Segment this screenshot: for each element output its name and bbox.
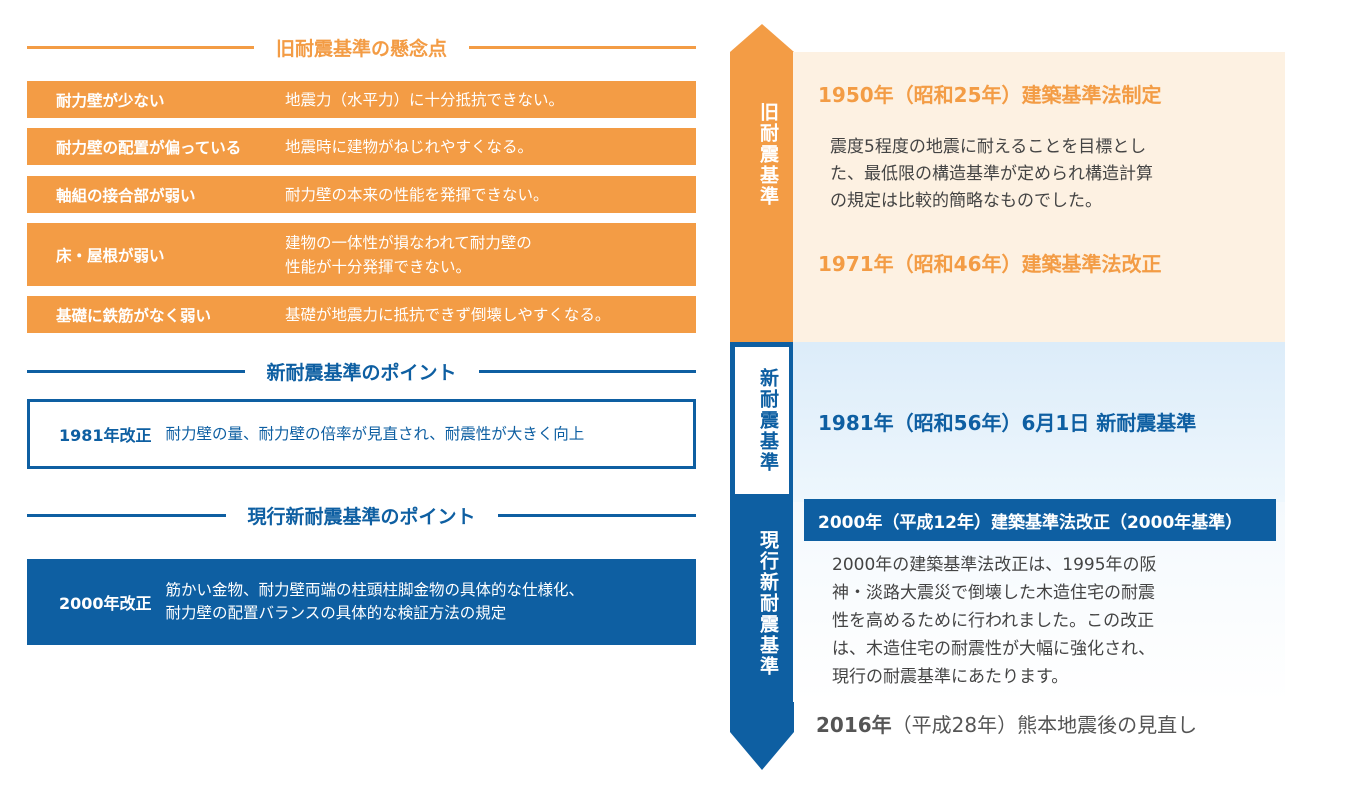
new-points-label: 1981年改正 bbox=[59, 426, 152, 445]
heading-line-left bbox=[27, 369, 245, 373]
y2016-text: （平成28年）熊本地震後の見直し bbox=[891, 713, 1198, 737]
new-era-panel bbox=[793, 342, 1285, 502]
old-era-panel bbox=[793, 52, 1285, 342]
old-issue-row: 耐力壁の配置が偏っている 地震時に建物がねじれやすくなる。 bbox=[27, 128, 696, 165]
current-points-box: 2000年改正 筋かい金物、耐力壁両端の柱頭柱脚金物の具体的な仕様化、 耐力壁の… bbox=[27, 559, 696, 645]
old-issue-text: 基礎が地震力に抵抗できず倒壊しやすくなる。 bbox=[285, 305, 611, 324]
timeline-new-label: 新耐震基準 bbox=[757, 367, 779, 473]
y2016-year: 2016年 bbox=[816, 713, 892, 737]
new-points-heading: 新耐震基準のポイント bbox=[27, 356, 697, 386]
current-points-heading: 現行新耐震基準のポイント bbox=[27, 500, 697, 530]
old-issue-text: 建物の一体性が損なわれて耐力壁の 性能が十分発揮できない。 bbox=[285, 233, 532, 276]
current-points-heading-label: 現行新耐震基準のポイント bbox=[247, 505, 476, 528]
y2000-title-bar: 2000年（平成12年）建築基準法改正（2000年基準） bbox=[804, 499, 1276, 541]
heading-line-right bbox=[478, 369, 697, 373]
old-issue-row: 床・屋根が弱い 建物の一体性が損なわれて耐力壁の 性能が十分発揮できない。 bbox=[27, 223, 696, 286]
timeline-old-segment bbox=[730, 24, 794, 344]
current-points-label: 2000年改正 bbox=[59, 594, 152, 613]
old-issue-text: 耐力壁の本来の性能を発揮できない。 bbox=[285, 185, 549, 204]
timeline-current-label: 現行新耐震基準 bbox=[757, 529, 779, 677]
old-issues-heading-label: 旧耐震基準の懸念点 bbox=[276, 37, 448, 60]
heading-line-left bbox=[27, 513, 226, 517]
heading-line-right bbox=[469, 45, 697, 49]
old-issue-label: 軸組の接合部が弱い bbox=[56, 186, 196, 205]
timeline-new-segment bbox=[735, 347, 789, 494]
old-issue-label: 耐力壁の配置が偏っている bbox=[56, 138, 242, 157]
new-points-text: 耐力壁の量、耐力壁の倍率が見直され、耐震性が大きく向上 bbox=[165, 424, 585, 443]
timeline-arrow bbox=[730, 24, 794, 770]
y1950-title: 1950年（昭和25年）建築基準法制定 bbox=[818, 83, 1162, 107]
old-issues-heading: 旧耐震基準の懸念点 bbox=[27, 32, 697, 62]
heading-line-left bbox=[27, 45, 254, 49]
y2000-title: 2000年（平成12年）建築基準法改正（2000年基準） bbox=[818, 512, 1243, 533]
y1981-title: 1981年（昭和56年）6月1日 新耐震基準 bbox=[818, 411, 1197, 435]
old-issue-label: 基礎に鉄筋がなく弱い bbox=[56, 306, 212, 325]
y2000-body: 2000年の建築基準法改正は、1995年の阪 神・淡路大震災で倒壊した木造住宅の… bbox=[832, 555, 1157, 687]
old-issue-row: 耐力壁が少ない 地震力（水平力）に十分抵抗できない。 bbox=[27, 81, 696, 118]
y1971-title: 1971年（昭和46年）建築基準法改正 bbox=[818, 252, 1162, 276]
old-issue-text: 地震力（水平力）に十分抵抗できない。 bbox=[285, 90, 565, 109]
y2016-line: 2016年（平成28年）熊本地震後の見直し bbox=[816, 709, 1197, 738]
old-issue-label: 床・屋根が弱い bbox=[56, 246, 165, 265]
y1950-body: 震度5程度の地震に耐えることを目標とし た、最低限の構造基準が定められ構造計算 … bbox=[830, 137, 1153, 211]
heading-line-right bbox=[497, 513, 697, 517]
old-issue-row: 軸組の接合部が弱い 耐力壁の本来の性能を発揮できない。 bbox=[27, 176, 696, 213]
new-points-heading-label: 新耐震基準のポイント bbox=[266, 361, 457, 384]
old-issue-label: 耐力壁が少ない bbox=[56, 91, 165, 110]
old-issue-row: 基礎に鉄筋がなく弱い 基礎が地震力に抵抗できず倒壊しやすくなる。 bbox=[27, 296, 696, 333]
new-points-box: 1981年改正 耐力壁の量、耐力壁の倍率が見直され、耐震性が大きく向上 bbox=[27, 399, 696, 469]
old-issue-text: 地震時に建物がねじれやすくなる。 bbox=[285, 137, 534, 156]
timeline-current-segment bbox=[730, 496, 794, 770]
current-points-text: 筋かい金物、耐力壁両端の柱頭柱脚金物の具体的な仕様化、 耐力壁の配置バランスの具… bbox=[165, 581, 585, 622]
timeline-old-label: 旧耐震基準 bbox=[757, 101, 779, 207]
